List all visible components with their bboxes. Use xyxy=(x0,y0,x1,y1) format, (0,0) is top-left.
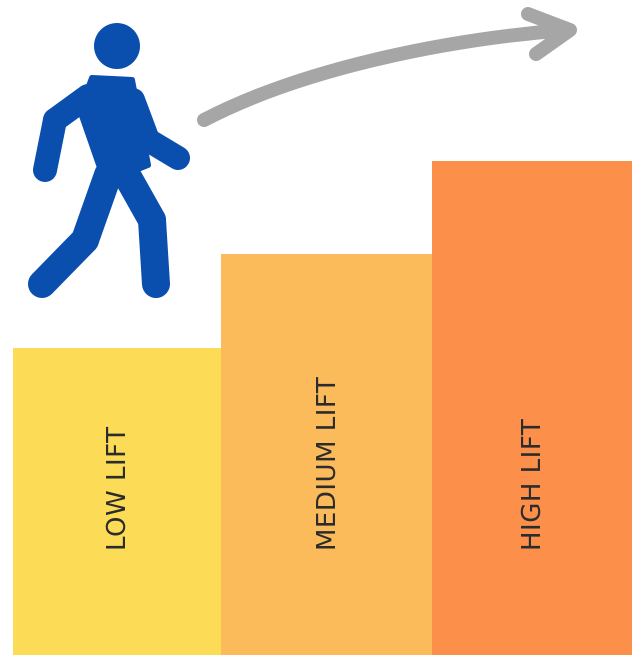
step-medium-lift: MEDIUM LIFT xyxy=(221,254,432,655)
step-label-low-lift: LOW LIFT xyxy=(102,426,132,551)
step-high-lift: HIGH LIFT xyxy=(432,161,632,655)
step-label-high-lift: HIGH LIFT xyxy=(517,418,547,551)
step-low-lift: LOW LIFT xyxy=(13,348,221,655)
step-label-medium-lift: MEDIUM LIFT xyxy=(311,376,342,551)
